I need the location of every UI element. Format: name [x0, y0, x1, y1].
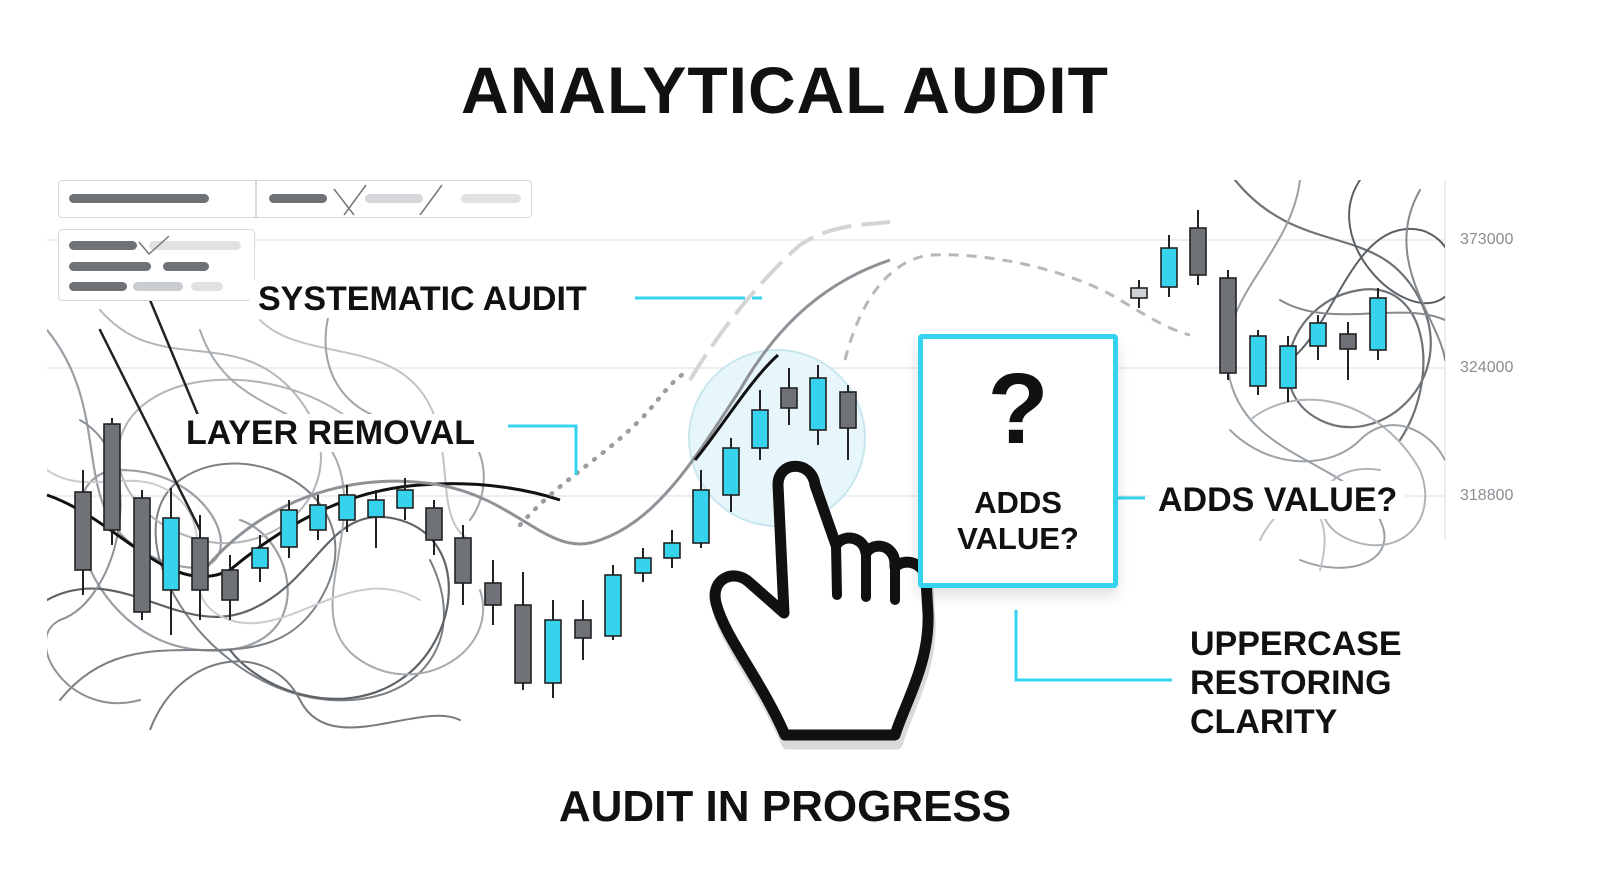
panel-mockup [58, 229, 255, 301]
label-layer-removal: LAYER REMOVAL [178, 414, 484, 452]
candle-body [780, 387, 798, 409]
candle-body [604, 574, 622, 637]
candle-body [1249, 335, 1267, 387]
candle-body [280, 509, 298, 548]
candle-body [484, 582, 502, 606]
candle-body [1369, 297, 1387, 351]
question-card: ? ADDS VALUE? [918, 334, 1118, 588]
candle-body [809, 377, 827, 431]
candle-body [396, 489, 414, 509]
clarity-line-1: UPPERCASE [1190, 625, 1402, 663]
clarity-line-3: CLARITY [1190, 703, 1338, 741]
panel-pill [133, 282, 183, 291]
toolbar-pill [365, 194, 423, 203]
panel-check [138, 235, 170, 256]
panel-pill [191, 282, 223, 291]
panel-pill [69, 262, 151, 271]
candle-body [1279, 345, 1297, 389]
candle-body [1160, 247, 1178, 288]
candle-body [1339, 333, 1357, 350]
toolbar-divider [255, 181, 257, 217]
question-line-2: VALUE? [957, 521, 1079, 556]
label-systematic-audit: SYSTEMATIC AUDIT [250, 280, 595, 318]
dotted-line [517, 367, 693, 528]
question-mark: ? [987, 353, 1049, 465]
candle-body [514, 604, 532, 684]
candle-body [839, 391, 857, 429]
candle-body [1189, 227, 1207, 276]
footer-caption: AUDIT IN PROGRESS [558, 782, 1012, 831]
hand-pointer-icon [709, 460, 936, 750]
candle-body [221, 569, 239, 601]
candle-body [1309, 322, 1327, 347]
candle-body [367, 499, 385, 518]
candle-body [663, 542, 681, 559]
candle-body [751, 409, 769, 449]
page-title: ANALYTICAL AUDIT [461, 53, 1109, 127]
candle-body [634, 557, 652, 574]
candle-body [454, 537, 472, 584]
axis-tick-373000: 373000 [1460, 231, 1514, 248]
candle-body [103, 423, 121, 531]
candle-body [1130, 287, 1148, 299]
toolbar-pill [69, 194, 209, 203]
label-adds-value: ADDS VALUE? [1150, 481, 1406, 519]
toolbar-slashes [333, 184, 443, 216]
candle-body [251, 547, 269, 569]
toolbar-pill [461, 194, 521, 203]
candle-body [309, 504, 327, 531]
toolbar-mockup [58, 180, 532, 218]
panel-pill [69, 241, 137, 250]
panel-pill [163, 262, 209, 271]
candle-body [74, 491, 92, 571]
candle-body [692, 489, 710, 544]
candle-body [191, 537, 209, 591]
candle-body [133, 497, 151, 613]
question-card-text: ADDS VALUE? [923, 485, 1113, 557]
label-uppercase-restoring-clarity: UPPERCASE RESTORING CLARITY [1190, 625, 1402, 742]
axis-tick-324000: 324000 [1460, 359, 1514, 376]
dashed-projection [843, 253, 1191, 361]
clarity-line-2: RESTORING [1190, 664, 1392, 702]
candle-body [162, 517, 180, 591]
panel-pill [149, 241, 241, 250]
candle-body [722, 447, 740, 496]
trend-line-gray [198, 258, 891, 576]
candle-body [574, 619, 592, 639]
candle-body [1219, 277, 1237, 374]
axis-tick-318800: 318800 [1460, 487, 1514, 504]
toolbar-pill [269, 194, 327, 203]
candle-body [425, 507, 443, 541]
question-line-1: ADDS [974, 485, 1062, 520]
candle-body [338, 494, 356, 521]
panel-pill [69, 282, 127, 291]
candle-body [544, 619, 562, 684]
